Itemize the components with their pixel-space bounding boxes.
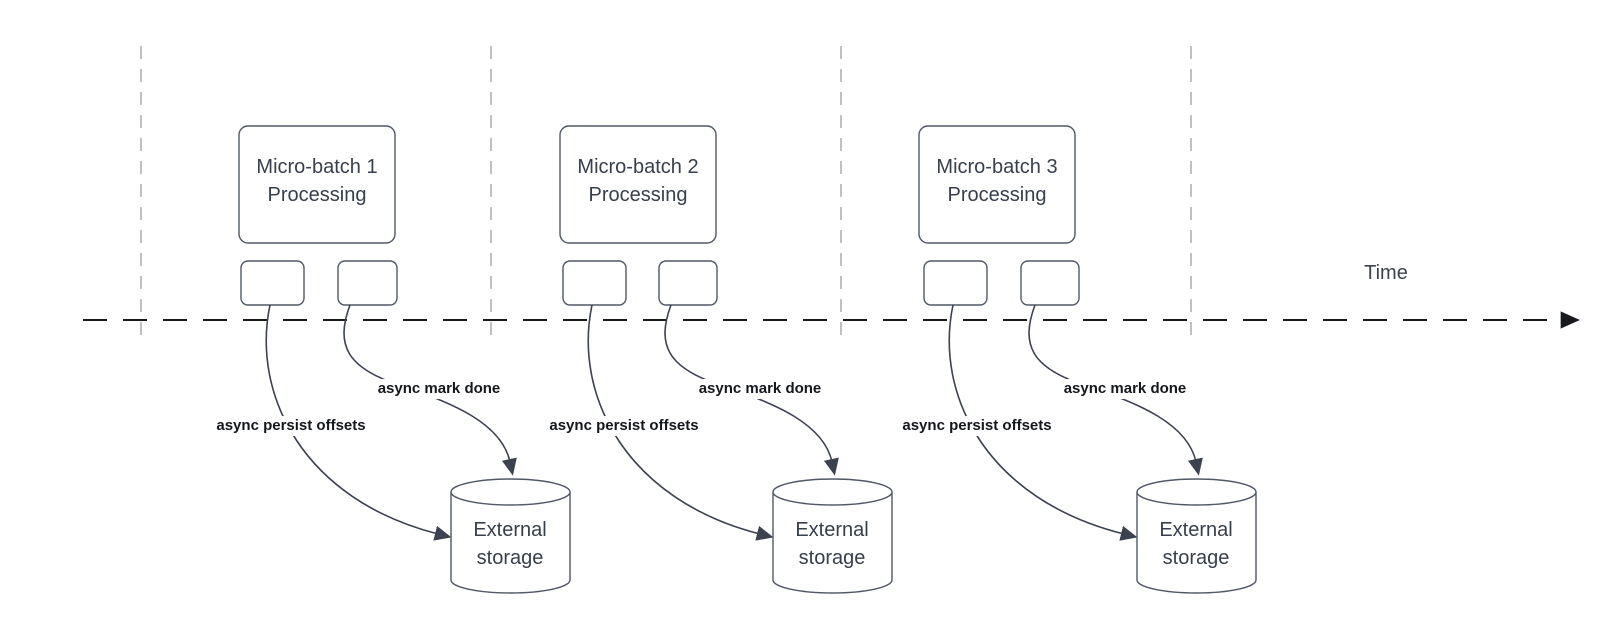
storage-cylinder-2-top — [772, 478, 893, 506]
persist-offsets-label-3: async persist offsets — [880, 416, 1074, 436]
storage-cylinder-1-body — [450, 492, 571, 594]
microbatch-1-processing-box — [238, 125, 396, 244]
persist-offsets-label-2: async persist offsets — [527, 416, 721, 436]
persist-offsets-arrow-1 — [265, 304, 452, 541]
persist-offsets-label-1: async persist offsets — [194, 416, 388, 436]
microbatch-1-task-box-left — [240, 260, 305, 306]
microbatch-3-title: Micro-batch 3 Processing — [936, 156, 1058, 206]
storage-cylinder-3-body — [1136, 492, 1257, 594]
microbatch-2-processing-box — [559, 125, 717, 244]
microbatch-1-title: Micro-batch 1 Processing — [256, 156, 378, 206]
microbatch-3-task-box-left — [923, 260, 988, 306]
microbatch-1-task-box-right — [337, 260, 398, 306]
microbatch-2-title: Micro-batch 2 Processing — [577, 156, 699, 206]
microbatch-3-task-box-right — [1020, 260, 1080, 306]
storage-cylinder-2-body — [772, 492, 893, 594]
microbatch-2-task-box-left — [562, 260, 627, 306]
mark-done-label-2: async mark done — [678, 379, 842, 399]
persist-offsets-arrow-2 — [587, 304, 774, 541]
mark-done-label-1: async mark done — [357, 379, 521, 399]
time-label: Time — [1364, 262, 1408, 284]
storage-cylinder-1-top — [450, 478, 571, 506]
storage-cylinder-3-top — [1136, 478, 1257, 506]
persist-offsets-arrow-3 — [948, 304, 1138, 541]
microbatch-2-task-box-right — [658, 260, 718, 306]
external-storage-label-1: External storage — [473, 519, 547, 569]
external-storage-label-2: External storage — [795, 519, 869, 569]
microbatch-3-processing-box — [918, 125, 1076, 244]
external-storage-label-3: External storage — [1159, 519, 1233, 569]
mark-done-label-3: async mark done — [1043, 379, 1207, 399]
